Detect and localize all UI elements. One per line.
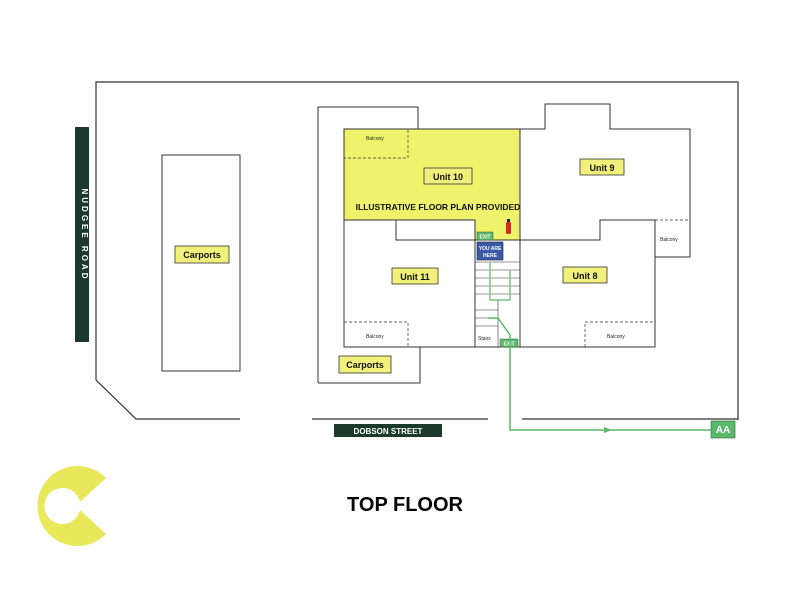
carport-left-label: Carports [183,250,221,260]
unit-9-label-box [579,158,625,176]
unit-10-label: Unit 10 [433,172,463,182]
exit-sign-upper [476,231,494,241]
page-title: TOP FLOOR [347,494,463,516]
street-label-nudgee: NUDGEE ROAD [80,188,89,281]
unit-11-balcony [343,321,409,348]
unit-11-label: Unit 11 [400,272,430,282]
unit-11-balcony-label: Balcony [366,334,384,340]
unit-9-label: Unit 9 [589,163,614,173]
exit-sign-lower-label: EXIT [503,342,514,348]
carport-bottom-label: Carports [346,360,384,370]
exit-sign-lower [499,338,519,348]
unit-8-balcony-label: Balcony [607,334,625,340]
unit-9-balcony-label: Balcony [660,237,678,243]
site-boundary-bottom-left [95,379,240,420]
unit-10-label-box [423,167,473,185]
carport-bottom-label-box [338,355,392,374]
unit-8-label: Unit 8 [572,271,597,281]
unit-10-balcony-label: Balcony [366,136,384,142]
fire-extinguisher-icon [506,219,511,234]
unit-10-balcony [343,128,409,159]
logo-c-icon [37,466,106,546]
evacuation-route-stairs [489,262,511,301]
carport-left-label-box [174,245,230,264]
you-are-here-line2: HERE [483,253,498,259]
street-label-dobson: DOBSON STREET [354,427,423,436]
route-arrow-icon [604,427,612,433]
street-sign-nudgee [75,127,89,342]
unit-11-label-box [391,267,439,285]
stair-treads [475,261,520,347]
unit-8-balcony [584,321,656,348]
illustrative-note: ILLUSTRATIVE FLOOR PLAN PROVIDED [356,202,521,212]
street-sign-dobson [334,424,442,437]
exit-sign-upper-label: EXIT [479,235,490,241]
unit-8-label-box [562,266,608,284]
assembly-area-label: AA [716,425,730,436]
assembly-area-box [710,420,736,439]
evacuation-route [488,317,712,431]
building-left-bottom [318,347,421,384]
stairs-label: Stairs [478,336,491,342]
site-boundary-top [95,81,739,420]
you-are-here-line1: YOU ARE [479,246,502,252]
you-are-here-marker [476,241,504,261]
carport-left-block [161,154,241,372]
building-left-outline [317,106,419,383]
